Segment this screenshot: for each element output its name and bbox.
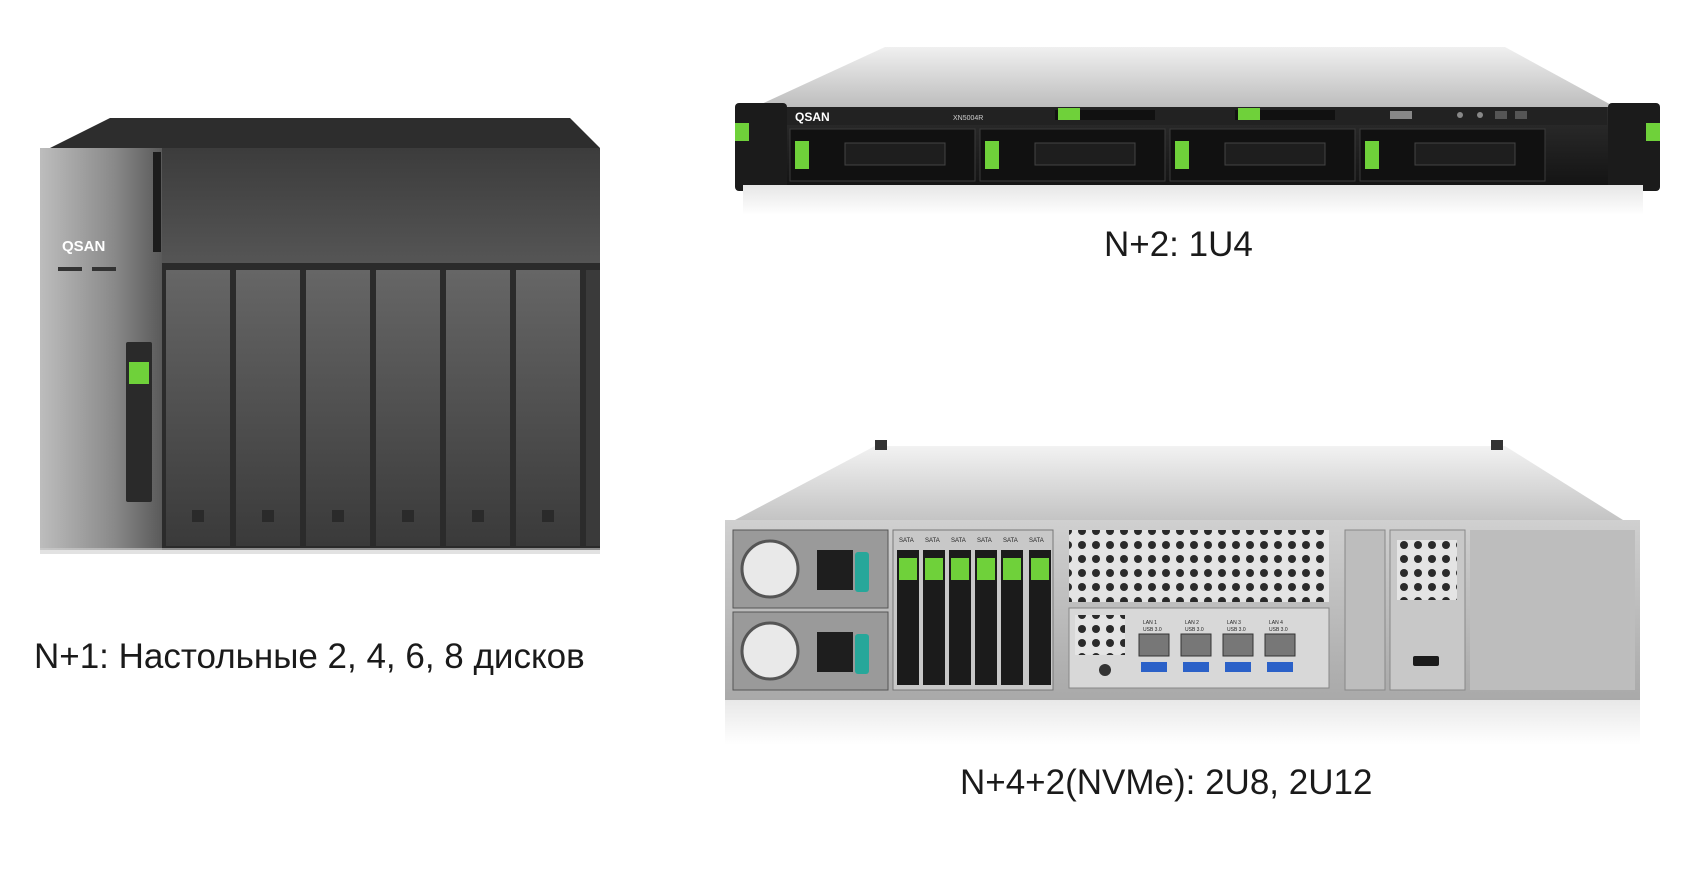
rack-1u-image: QSAN XN5004R (735, 47, 1660, 215)
rack-1u-model: XN5004R (953, 115, 983, 122)
rack-2u-lan-ports: LAN 1 LAN 2 LAN 3 LAN 4 USB 3.0 USB 3.0 … (1138, 620, 1296, 672)
svg-text:LAN 3: LAN 3 (1227, 620, 1241, 626)
rack-2u-psu (732, 529, 889, 691)
caption-rack-2u: N+4+2(NVMe): 2U8, 2U12 (960, 763, 1373, 802)
svg-text:LAN 1: LAN 1 (1143, 620, 1157, 626)
rack-2u-hdmi-port (1413, 656, 1439, 666)
svg-text:USB 3.0: USB 3.0 (1227, 627, 1246, 633)
desktop-drive-bays (166, 270, 600, 546)
desktop-nas-image: QSAN (40, 118, 600, 554)
svg-text:LAN 4: LAN 4 (1269, 620, 1283, 626)
svg-text:SATA: SATA (1003, 538, 1018, 544)
svg-text:SATA: SATA (899, 538, 914, 544)
rack-2u-rear-image: SATA SATA SATA SATA SATA SATA LAN 1 LAN … (725, 440, 1640, 745)
caption-rack-1u: N+2: 1U4 (1104, 225, 1253, 264)
svg-text:USB 3.0: USB 3.0 (1269, 627, 1288, 633)
rack-2u-sata-bays: SATA SATA SATA SATA SATA SATA (897, 538, 1051, 685)
desktop-logo: QSAN (62, 238, 105, 255)
rack-1u-logo: QSAN (795, 110, 830, 124)
rack-2u-vent (1069, 530, 1329, 602)
desktop-status-led (129, 362, 149, 384)
svg-text:USB 3.0: USB 3.0 (1185, 627, 1204, 633)
svg-text:LAN 2: LAN 2 (1185, 620, 1199, 626)
caption-desktop: N+1: Настольные 2, 4, 6, 8 дисков (34, 637, 585, 676)
svg-text:SATA: SATA (977, 538, 992, 544)
rack-1u-drive-bays (789, 128, 1546, 182)
svg-text:SATA: SATA (925, 538, 940, 544)
svg-text:SATA: SATA (1029, 538, 1044, 544)
svg-text:SATA: SATA (951, 538, 966, 544)
svg-text:USB 3.0: USB 3.0 (1143, 627, 1162, 633)
